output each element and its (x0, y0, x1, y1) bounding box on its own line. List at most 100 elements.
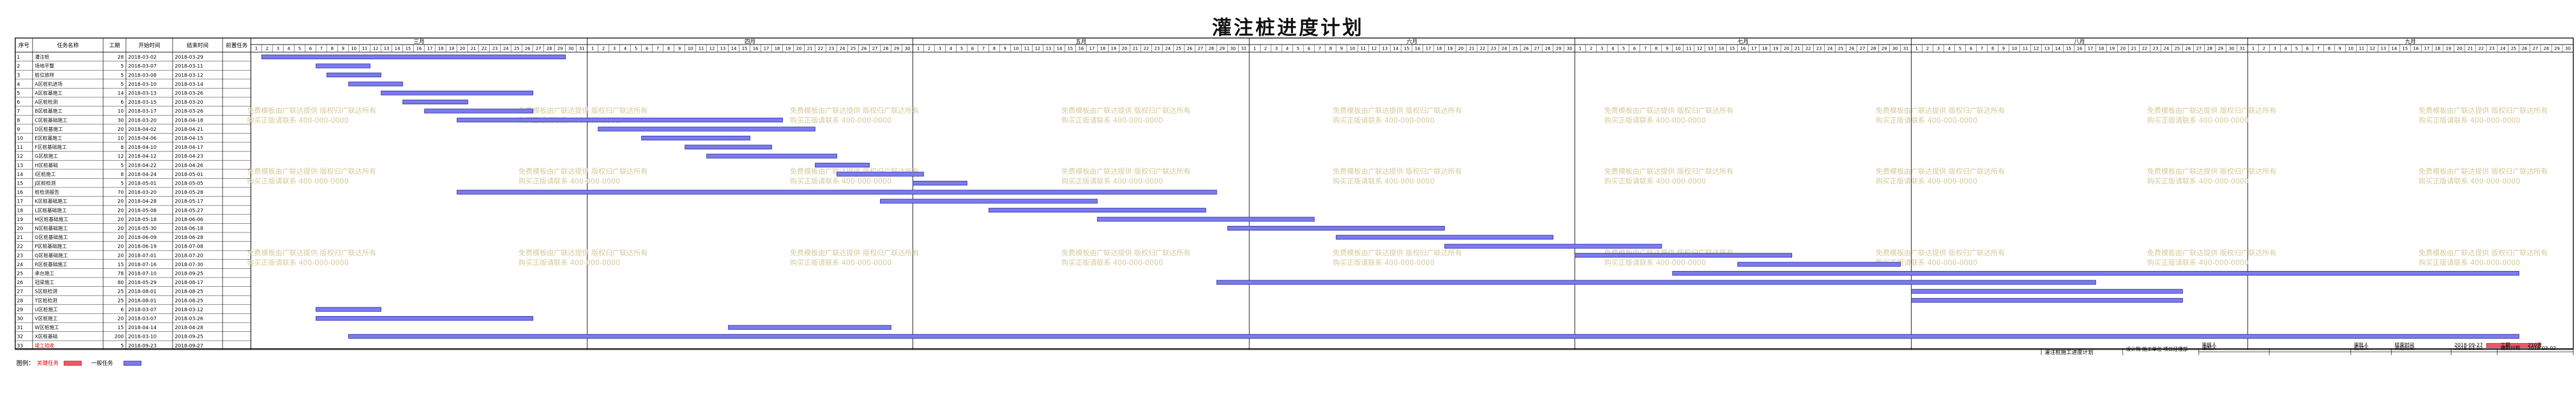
day-label: 2 (602, 46, 605, 51)
task-name: 桩检测报告 (35, 189, 59, 196)
task-name: F区桩基础施工 (35, 144, 67, 150)
month-label: 七月 (1738, 39, 1749, 45)
task-name: C区桩基础施工 (35, 117, 67, 123)
day-label: 7 (982, 46, 985, 51)
day-label: 28 (1545, 46, 1550, 51)
task-name: L区桩基础施工 (35, 207, 67, 213)
task-end: 2018-04-26 (175, 163, 204, 168)
task-id: 18 (17, 208, 23, 213)
task-name: 场地平整 (35, 63, 54, 70)
day-label: 29 (1556, 46, 1561, 51)
day-label: 30 (1567, 46, 1572, 51)
day-label: 11 (699, 46, 704, 51)
task-duration: 20 (118, 127, 124, 133)
day-label: 16 (1740, 46, 1746, 51)
gantt-bar (457, 117, 783, 123)
day-label: 15 (1730, 46, 1735, 51)
task-duration: 20 (118, 235, 124, 241)
gantt-bar (1097, 217, 1315, 222)
day-label: 4 (1286, 46, 1289, 51)
day-label: 2 (1590, 46, 1592, 51)
task-name: X区桩基础 (35, 333, 58, 340)
watermark-text: 购买正版请联系 400-000-0000 (790, 177, 891, 186)
col-name-header: 任务名称 (57, 42, 79, 49)
task-start: 2018-08-01 (128, 289, 156, 295)
month-label: 八月 (2074, 39, 2085, 45)
task-duration: 25 (118, 298, 124, 304)
day-label: 13 (1046, 46, 1051, 51)
day-label: 8 (331, 46, 333, 51)
watermark-text: 购买正版请联系 400-000-0000 (1604, 177, 1706, 186)
footer-reviewer-label: 审核人 (2202, 342, 2217, 348)
task-duration: 12 (118, 154, 124, 160)
watermark-text: 免费模板由广联达提供 版权归广联达所有 (518, 167, 648, 176)
watermark-text: 购买正版请联系 400-000-0000 (1876, 259, 1977, 267)
day-label: 3 (276, 46, 279, 51)
gantt-bar (457, 190, 1217, 194)
watermark-text: 购买正版请联系 400-000-0000 (1333, 177, 1434, 186)
day-label: 16 (416, 46, 422, 51)
day-label: 12 (1371, 46, 1377, 51)
task-duration: 20 (118, 199, 124, 205)
day-label: 7 (1319, 46, 1321, 51)
task-start: 2018-03-10 (128, 82, 157, 87)
task-end: 2018-03-14 (175, 82, 204, 87)
gantt-bar (837, 172, 924, 177)
day-label: 20 (1122, 46, 1127, 51)
task-name: G区桩施工 (35, 153, 58, 160)
watermark-text: 免费模板由广联达提供 版权归广联达所有 (247, 249, 376, 257)
task-name: N区桩基础施工 (35, 225, 68, 232)
day-label: 9 (1666, 46, 1668, 51)
gantt-bar (315, 64, 371, 68)
task-start: 2018-04-12 (128, 154, 156, 160)
task-start: 2018-09-23 (128, 343, 156, 349)
task-duration: 20 (118, 208, 124, 213)
day-label: 20 (796, 46, 801, 51)
day-label: 28 (547, 46, 552, 51)
gantt-bar (1336, 235, 1554, 240)
task-id: 28 (17, 298, 23, 304)
gantt-bar (1444, 244, 1662, 249)
day-label: 22 (2142, 46, 2147, 51)
task-end: 2018-09-25 (175, 335, 203, 340)
day-label: 14 (731, 46, 736, 51)
watermark-text: 购买正版请联系 400-000-0000 (2147, 116, 2249, 125)
task-end: 2018-04-23 (175, 154, 203, 160)
gantt-bar (1227, 225, 1445, 231)
day-label: 2 (265, 46, 268, 51)
day-label: 5 (298, 46, 301, 51)
gantt-bar (348, 81, 403, 86)
day-label: 9 (678, 46, 681, 51)
task-end: 2018-03-26 (175, 91, 204, 97)
watermark-text: 免费模板由广联达提供 版权归广联达所有 (1061, 167, 1191, 176)
task-id: 32 (17, 335, 23, 340)
task-id: 13 (17, 163, 23, 168)
watermark-text: 免费模板由广联达提供 版权归广联达所有 (2419, 249, 2548, 257)
task-duration: 8 (121, 172, 124, 178)
gantt-bar (728, 325, 891, 330)
day-label: 1 (2252, 46, 2255, 51)
gantt-bar (1216, 280, 2096, 285)
task-end: 2018-08-17 (175, 280, 203, 286)
day-label: 23 (492, 46, 498, 51)
day-label: 10 (1013, 46, 1018, 51)
day-label: 17 (427, 46, 433, 51)
day-label: 29 (2554, 46, 2560, 51)
task-duration: 20 (118, 217, 124, 223)
day-label: 4 (287, 46, 290, 51)
watermark-text: 免费模板由广联达提供 版权归广联达所有 (1333, 249, 1462, 257)
task-end: 2018-06-28 (175, 235, 204, 241)
footer-plan-value: 2018-03-02 (2528, 346, 2556, 351)
day-label: 17 (2424, 46, 2429, 51)
day-label: 3 (1275, 46, 1278, 51)
task-end: 2018-05-17 (175, 199, 203, 205)
day-label: 1 (1579, 46, 1581, 51)
day-label: 20 (2120, 46, 2125, 51)
task-duration: 8 (121, 145, 124, 150)
day-label: 19 (449, 46, 454, 51)
task-start: 2018-03-07 (128, 64, 156, 70)
task-start: 2018-05-01 (128, 181, 156, 187)
day-label: 28 (1871, 46, 1876, 51)
day-label: 28 (2207, 46, 2212, 51)
task-duration: 20 (118, 244, 124, 250)
